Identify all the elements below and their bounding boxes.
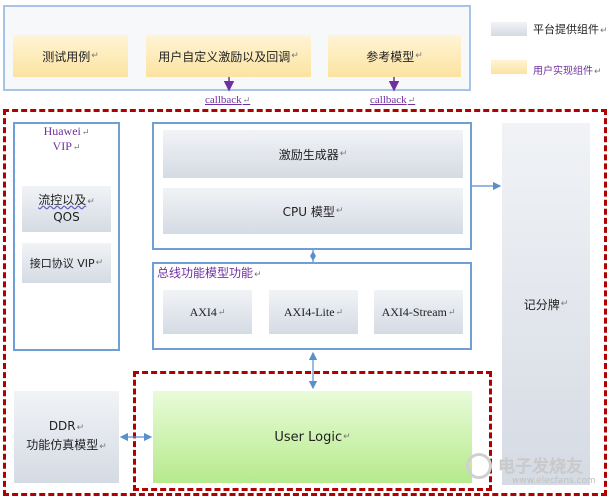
cpu-model-box: CPU 模型↵ (163, 188, 463, 234)
callback-label-1: callback↵ (205, 94, 251, 106)
para-mark: ↵ (91, 51, 99, 61)
axi4-stream-box: AXI4-Stream↵ (374, 290, 463, 334)
stimulus-generator-label: 激励生成器 (278, 147, 339, 162)
cpu-model-label: CPU 模型 (282, 204, 335, 219)
ddr-model-box: DDR↵ 功能仿真模型↵ (14, 391, 119, 483)
axi4-stream-label: AXI4-Stream (381, 304, 447, 319)
interface-protocol-vip-box: 接口协议 VIP↵ (22, 243, 111, 283)
watermark-url: www.elecfans.com (512, 476, 596, 486)
axi4-label: AXI4 (189, 304, 217, 319)
user-stimulus-box: 用户自定义激励以及回调↵ (146, 35, 311, 77)
watermark-logo-icon (466, 453, 492, 479)
reference-model-box: 参考模型↵ (328, 35, 461, 77)
test-case-box: 测试用例↵ (13, 35, 128, 77)
scoreboard-label: 记分牌 (523, 297, 560, 312)
watermark-cn: 电子发烧友 (498, 457, 583, 477)
para-mark: ↵ (291, 51, 299, 61)
huawei-vip-title: Huawei↵ VIP↵ (43, 124, 90, 153)
legend-platform-swatch (491, 22, 527, 36)
axi4-lite-label: AXI4-Lite (283, 304, 335, 319)
user-logic-box: User Logic↵ (153, 391, 472, 483)
user-stimulus-label: 用户自定义激励以及回调 (158, 49, 291, 64)
bus-functional-model-title: 总线功能模型功能↵ (157, 266, 262, 280)
user-logic-label: User Logic (274, 429, 343, 445)
scoreboard-box: 记分牌↵ (502, 123, 590, 485)
legend-user-label: 用户实现组件↵ (533, 66, 602, 77)
flow-control-qos-box: 流控以及↵ QOS (22, 186, 111, 232)
axi4-box: AXI4↵ (163, 290, 252, 334)
axi4-lite-box: AXI4-Lite↵ (269, 290, 358, 334)
reference-model-label: 参考模型 (366, 49, 415, 64)
legend-user-swatch (491, 60, 527, 74)
legend-platform-label: 平台提供组件↵ (533, 23, 608, 36)
cpu-bus-joint (310, 251, 316, 261)
test-case-label: 测试用例 (42, 49, 91, 64)
dut-environment-boundary (3, 109, 607, 496)
para-mark: ↵ (415, 51, 423, 61)
callback-label-2: callback↵ (370, 94, 416, 106)
interface-protocol-vip-label: 接口协议 VIP (29, 257, 95, 270)
stimulus-generator-box: 激励生成器↵ (163, 130, 463, 178)
huawei-vip-box (13, 122, 120, 351)
